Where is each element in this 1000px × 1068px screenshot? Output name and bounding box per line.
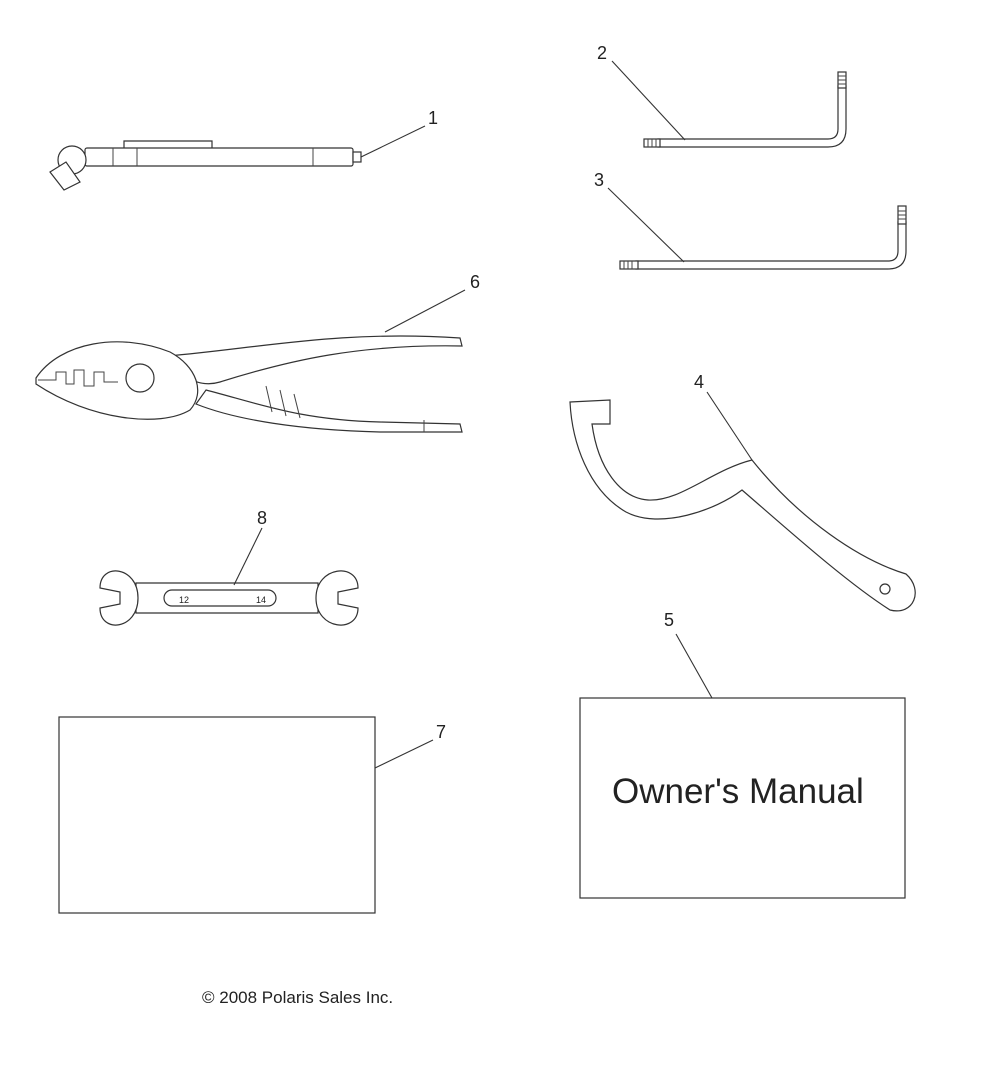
wrench-size-12: 12	[179, 595, 189, 605]
callout-4-leader	[706, 391, 753, 461]
callout-8-leader	[233, 527, 263, 586]
callout-3-label: 3	[594, 170, 604, 190]
callout-1-label: 1	[428, 108, 438, 128]
owners-manual-part	[579, 697, 906, 899]
open-end-wrench-part	[99, 570, 359, 626]
callout-6-leader	[384, 289, 466, 333]
spanner-wrench-part	[569, 399, 916, 612]
callout-8-label: 8	[257, 508, 267, 528]
owners-manual-title: Owner's Manual	[612, 772, 864, 811]
callout-2-label: 2	[597, 43, 607, 63]
callout-2-leader	[611, 60, 686, 141]
pliers-part	[35, 335, 463, 433]
copyright-notice: © 2008 Polaris Sales Inc.	[202, 988, 394, 1007]
hex-key-short-part	[643, 71, 847, 148]
callout-6-label: 6	[470, 272, 480, 292]
callout-1-leader	[360, 125, 426, 158]
callout-3-leader	[607, 187, 685, 263]
wrench-size-14: 14	[256, 595, 266, 605]
callout-7-leader	[374, 739, 434, 769]
callout-5-leader	[675, 633, 713, 699]
hex-key-long-part	[619, 205, 907, 270]
callout-5-label: 5	[664, 610, 674, 630]
document-card-part	[58, 716, 376, 914]
tire-gauge-part	[49, 140, 362, 191]
callout-7-label: 7	[436, 722, 446, 742]
callout-4-label: 4	[694, 372, 704, 392]
